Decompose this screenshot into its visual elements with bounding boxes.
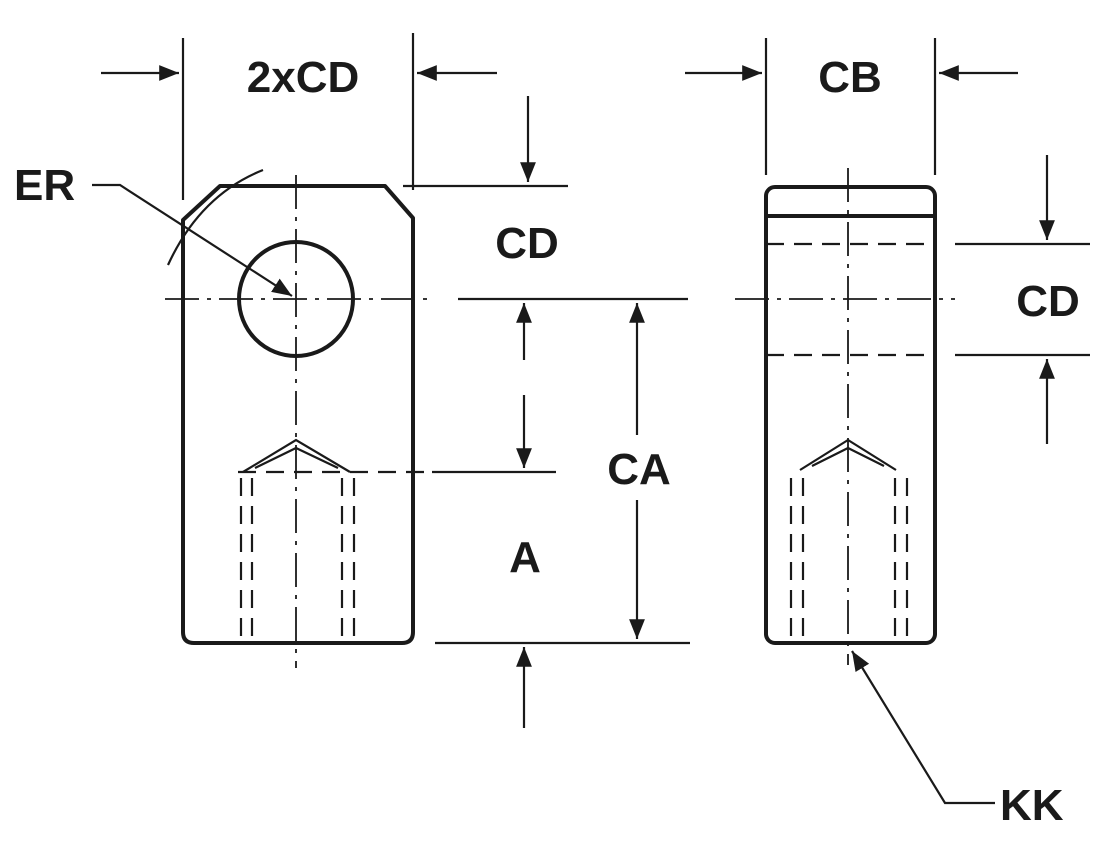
side-thread-drill-inner <box>811 446 885 467</box>
dimension-a: A <box>432 303 690 728</box>
label-er: ER <box>14 161 75 210</box>
label-cd-left: CD <box>495 219 559 268</box>
dimension-ca: CA <box>607 303 671 639</box>
er-radius-arc <box>166 168 264 266</box>
front-thread-drill-point <box>242 438 351 473</box>
side-thread-drill-point <box>799 438 897 471</box>
kk-leader-line <box>851 650 995 805</box>
dimension-cb: CB <box>685 38 1018 175</box>
side-view <box>735 168 955 665</box>
label-kk: KK <box>1000 781 1064 830</box>
label-cd-right: CD <box>1016 277 1080 326</box>
dimension-cd-left: CD <box>403 96 688 301</box>
label-ca: CA <box>607 445 671 494</box>
dimension-er: ER <box>14 161 293 297</box>
side-view-outline <box>764 185 937 645</box>
label-cb: CB <box>818 53 882 102</box>
front-thread-drill-inner <box>254 446 339 469</box>
dimension-cd-right: CD <box>955 155 1090 444</box>
er-leader-line <box>92 183 293 297</box>
dimension-kk: KK <box>851 650 1064 830</box>
dimension-2xcd: 2xCD <box>101 33 497 200</box>
front-view-outline <box>181 184 415 645</box>
label-2xcd: 2xCD <box>247 53 360 102</box>
label-a: A <box>509 533 541 582</box>
front-view <box>165 168 433 668</box>
